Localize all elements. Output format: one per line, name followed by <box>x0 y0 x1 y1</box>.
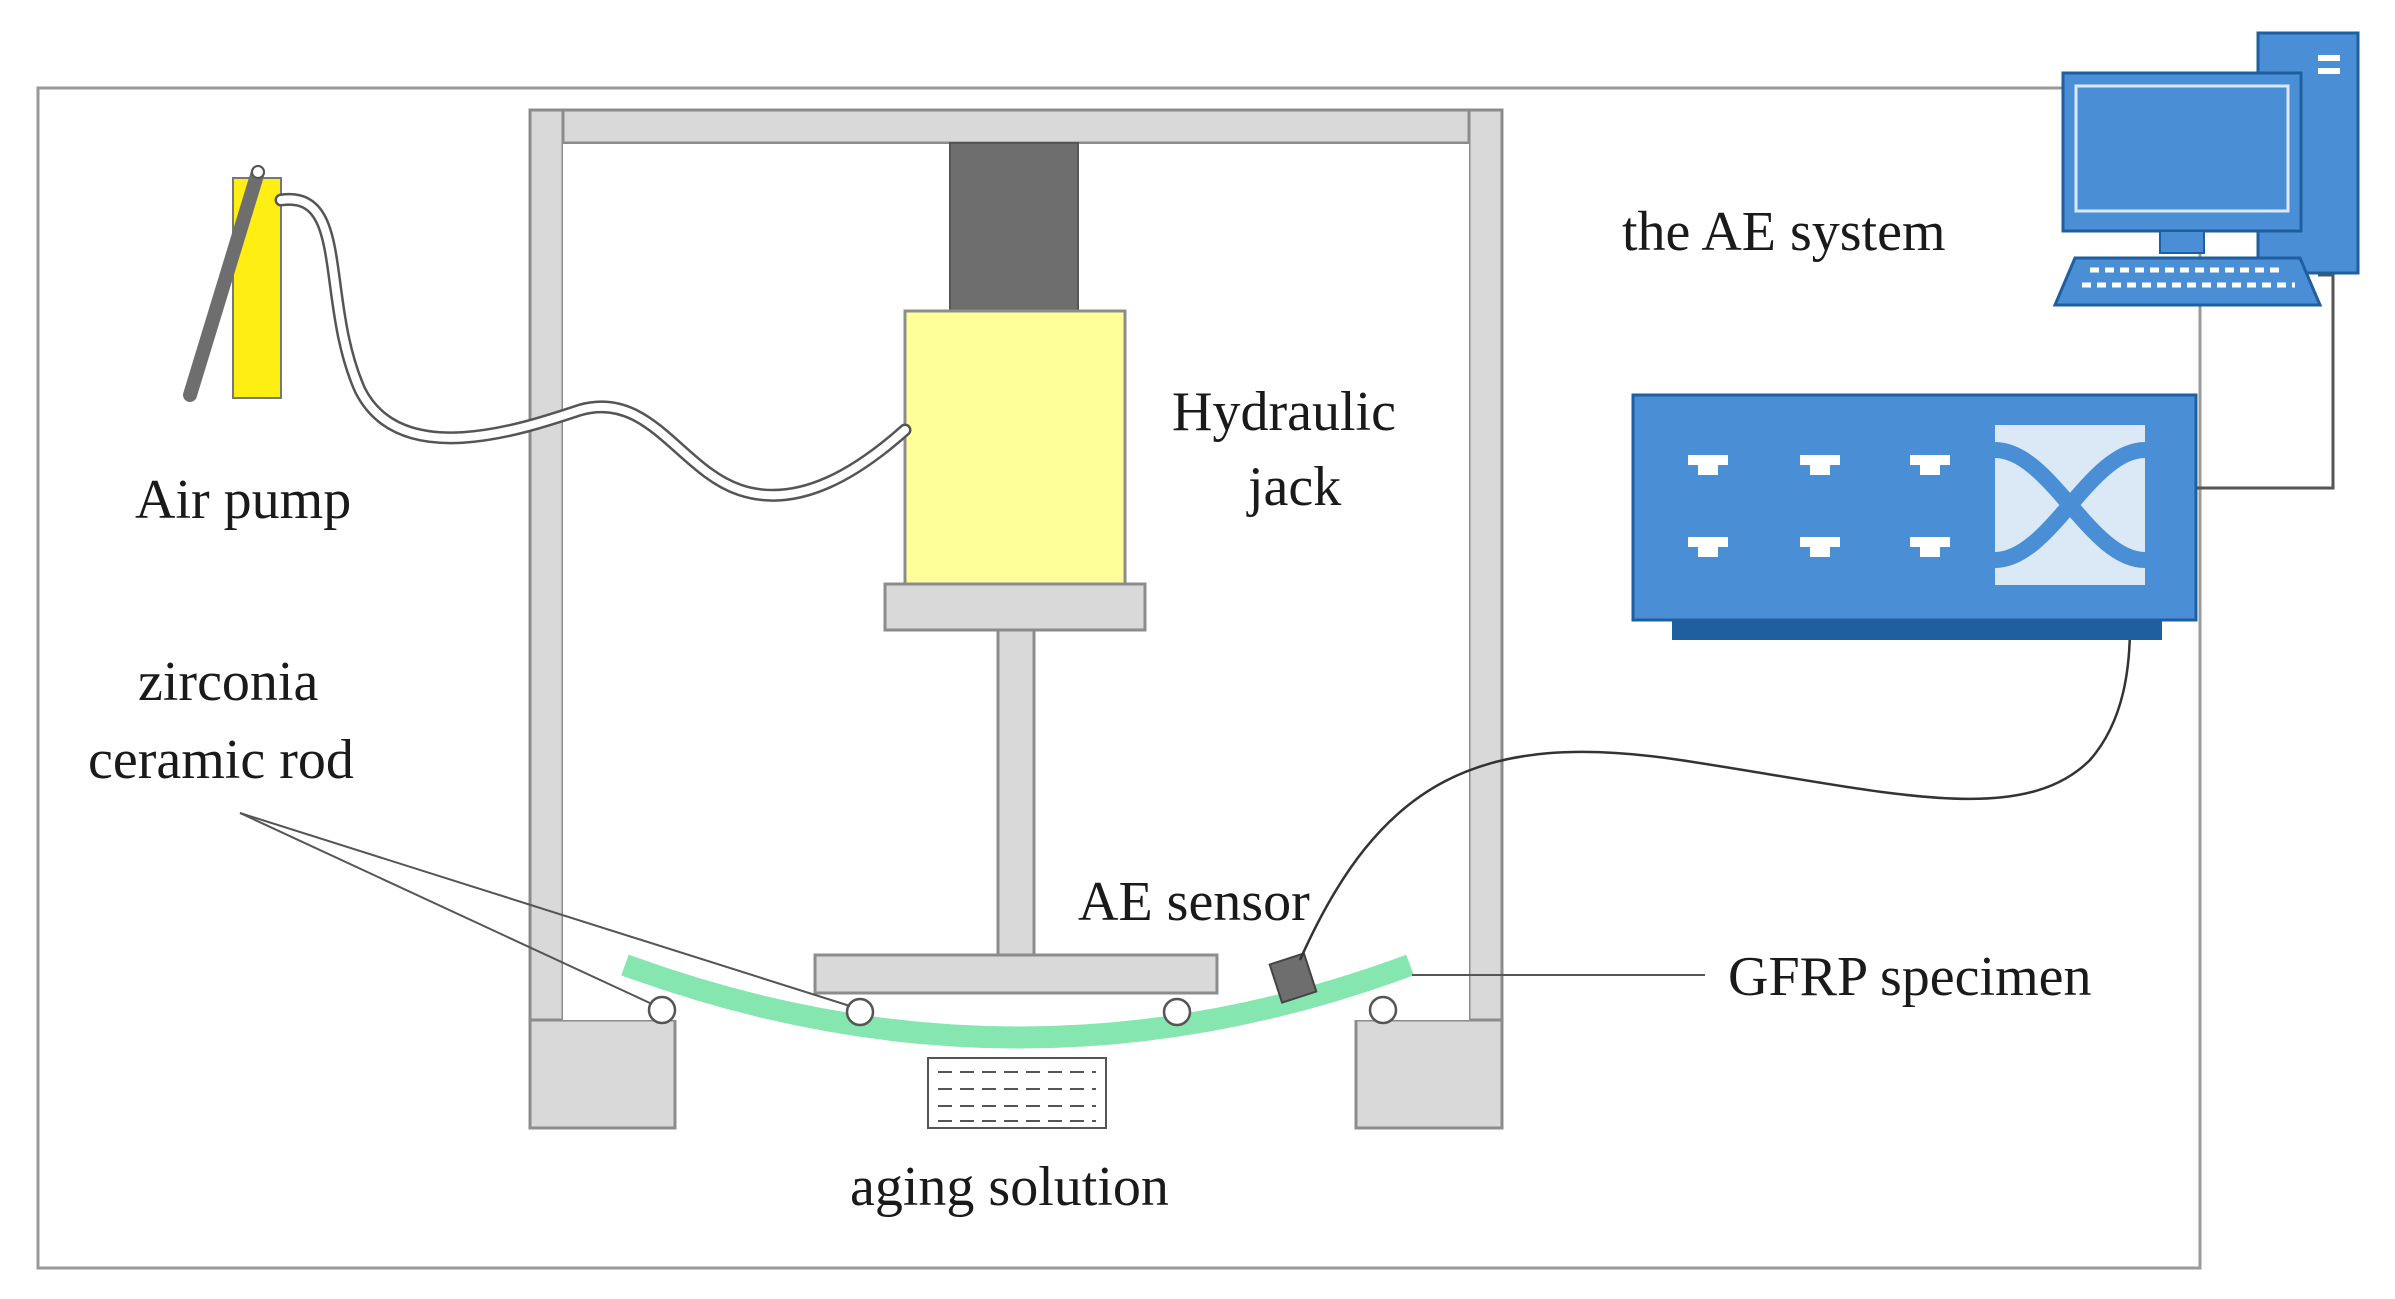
acquisition-base <box>1672 620 2162 640</box>
jack-top-plate <box>883 582 1147 632</box>
right-support-block <box>1354 1018 1504 1130</box>
waveform-trace <box>1994 442 2146 568</box>
ceramic-rod-right-support <box>1368 995 1398 1025</box>
channel-ports <box>1688 455 1950 557</box>
tower-slot <box>2318 55 2340 61</box>
ae-acquisition-unit-icon <box>1631 393 2198 640</box>
ae-system-label: the AE system <box>1622 201 1946 263</box>
zirconia-label-line1: zirconia <box>138 651 318 713</box>
jack-stem <box>996 628 1036 957</box>
computer-icon <box>2052 31 2360 307</box>
aging-solution-label: aging solution <box>850 1156 1169 1218</box>
jack-body <box>903 309 1127 588</box>
channel-port-icon <box>1688 537 1728 557</box>
hydraulic-jack-label-line1: Hydraulic <box>1172 381 1396 443</box>
monitor-screen <box>2074 84 2290 213</box>
zirconia-leader-1 <box>239 812 653 1005</box>
frame-left-column <box>528 108 565 1130</box>
aging-solution-tank <box>927 1057 1107 1129</box>
ceramic-rod-left-support <box>647 995 677 1025</box>
jack-cylinder <box>949 142 1079 314</box>
frame-top-beam <box>528 108 1504 145</box>
ceramic-rods <box>647 995 1398 1027</box>
hydraulic-hose-inner <box>277 195 909 500</box>
ceramic-rod-left-load <box>845 997 875 1027</box>
ae-sensor-label: AE sensor <box>1078 871 1310 933</box>
ae-sensor-cable <box>1298 624 2132 961</box>
ceramic-rod-right-load <box>1162 997 1192 1027</box>
leader-lines <box>239 812 1705 1007</box>
outer-border <box>36 86 2202 1270</box>
pump-handle <box>183 165 265 402</box>
monitor-stand <box>2159 230 2205 254</box>
channel-port-icon <box>1800 455 1840 475</box>
air-pump-icon <box>183 165 282 402</box>
gfrp-specimen <box>621 954 1414 1049</box>
loading-beam <box>813 953 1219 995</box>
channel-port-icon <box>1800 537 1840 557</box>
tower-slot <box>2318 68 2340 74</box>
zirconia-label-line2: ceramic rod <box>88 729 354 791</box>
ae-sensor-icon <box>1268 952 1318 1004</box>
tank-outline <box>927 1057 1107 1129</box>
keyboard <box>2052 256 2323 307</box>
gfrp-specimen-label: GFRP specimen <box>1728 946 2091 1008</box>
channel-port-icon <box>1688 455 1728 475</box>
channel-port-icon <box>1910 537 1950 557</box>
zirconia-leader-2 <box>239 812 851 1007</box>
frame-right-column <box>1467 108 1504 1130</box>
system-link-cable <box>2180 273 2335 490</box>
channel-port-icon <box>1910 455 1950 475</box>
hydraulic-jack-icon <box>813 142 1219 995</box>
pump-handle-pivot <box>251 165 265 179</box>
air-pump-label: Air pump <box>135 469 351 531</box>
hydraulic-jack-label-line2: jack <box>1246 456 1341 518</box>
left-support-block <box>528 1018 677 1130</box>
